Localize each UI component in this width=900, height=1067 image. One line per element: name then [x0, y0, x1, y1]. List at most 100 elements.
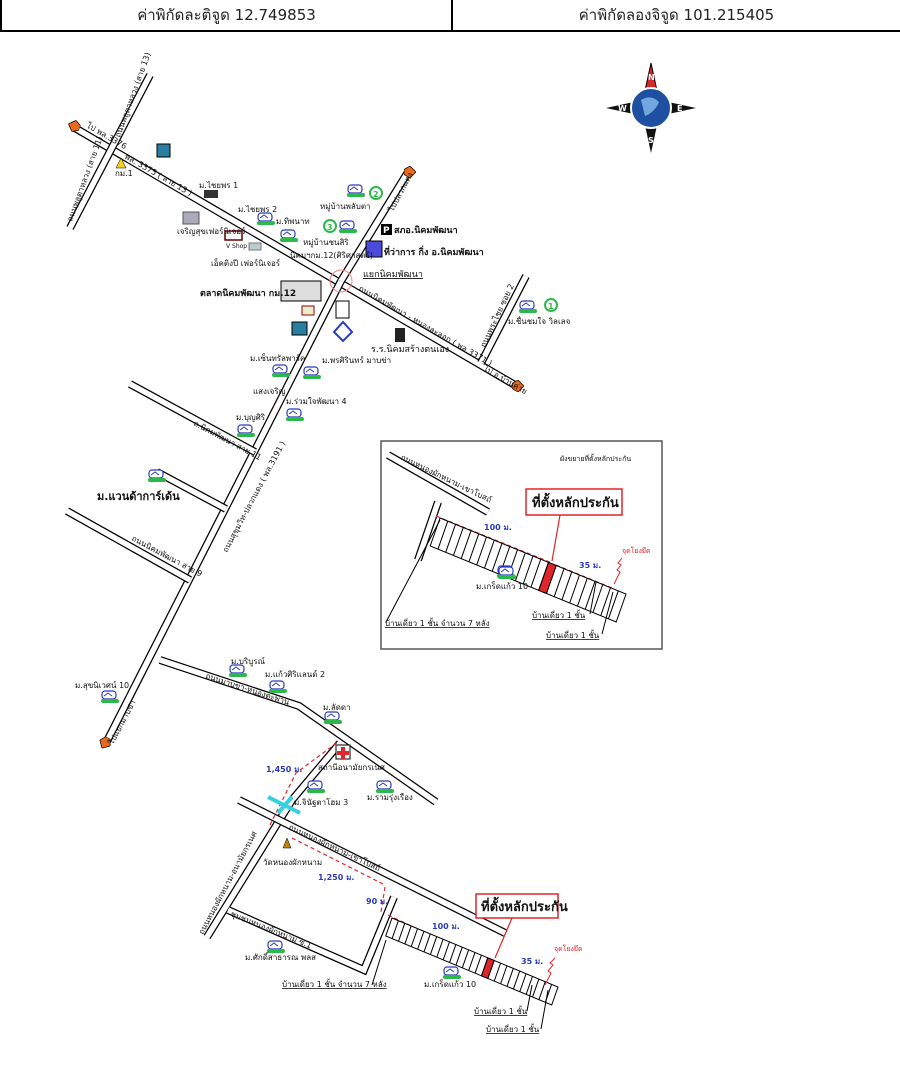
police-icon	[381, 224, 392, 235]
longitude-label: ค่าพิกัดลองจิจูด 101.215405	[578, 6, 775, 24]
label: 1,450 ม.	[266, 765, 302, 774]
label: สภอ.นิคมพัฒนา	[394, 225, 458, 236]
label: หมู่บ้านพลับตา	[320, 202, 371, 212]
inset-dist-35: 35 ม.	[579, 561, 601, 570]
inset-house-a: บ้านเดี่ยว 1 ชั้น	[532, 609, 586, 620]
label: 100 ม.	[432, 922, 460, 931]
label: ม.ชื่นชมใจ วิลเลจ	[508, 315, 571, 326]
compass-w: W	[618, 104, 627, 113]
label: ม.บุญศิริ	[236, 413, 266, 422]
label: ถนนพลูตาหลวง (สาย 13)	[113, 51, 153, 139]
label: จุดโยงยึด	[554, 944, 583, 953]
label: สถานีอนามัยกรเนศ	[318, 763, 385, 772]
village-icon	[375, 780, 395, 794]
village-icon	[346, 184, 366, 198]
district-office-icon	[365, 240, 383, 258]
village-icon	[236, 424, 256, 438]
label: ไป อ.บ้านค่าย	[481, 363, 528, 396]
label: วัดหนองผักหนาม	[263, 858, 322, 867]
map-labels: ไป พล.3376 ถนนพลูตาหลวง (สาย 13) ถนนพลูต…	[65, 51, 582, 1034]
label: ม.ไชยพร 2	[238, 205, 277, 214]
inset-road-branch	[414, 500, 442, 562]
label: บ้านเดี่ยว 1 ชั้น จำนวน 7 หลัง	[282, 978, 387, 989]
road-khaobot	[237, 796, 507, 937]
label: บ้านเดี่ยว 1 ชั้น	[486, 1023, 540, 1034]
roads	[65, 73, 530, 976]
label: 1,250 ม.	[318, 873, 354, 882]
inset-road-label: ถนนหนองผักหนาม-เขาโบสถ์	[399, 452, 493, 505]
label: ร.ร.นิคมสร้างตนเอง	[371, 344, 449, 355]
village-icon	[338, 220, 358, 234]
label: 90 ม.	[366, 897, 388, 906]
label: ม.แวนด้าการ์เด้น	[97, 490, 180, 503]
label: ม.ร่วมใจพัฒนา 4	[286, 397, 347, 406]
label: ม.จินัฐตาโฮม 3	[294, 797, 348, 807]
road-mapkha	[158, 656, 439, 806]
inset-road	[386, 451, 490, 516]
temple-icon	[282, 837, 292, 849]
label: V Shop	[226, 243, 247, 250]
label: เจริญสุขเฟอร์นิเจอร์	[177, 226, 246, 236]
label: นิคมฯกม.12(ศิริศาสตร์)	[290, 250, 373, 260]
compass-rose: N S E W	[606, 62, 696, 153]
village-icon	[268, 680, 288, 694]
village-icon	[442, 966, 462, 980]
market-icon	[280, 280, 322, 302]
shop-icon	[301, 305, 315, 316]
bank-icon	[291, 321, 308, 336]
label: ม.แก้วศิริแลนด์ 2	[265, 669, 325, 679]
village-icon	[323, 711, 343, 725]
village-icon	[518, 300, 538, 314]
longitude-cell: ค่าพิกัดลองจิจูด 101.215405	[451, 0, 900, 32]
label: ม.บริบูรณ์	[231, 656, 266, 667]
marker-1: 1	[548, 302, 554, 311]
house-row	[385, 917, 559, 1006]
collateral-label: ที่ตั้งหลักประกัน	[481, 896, 568, 915]
inset-dist-100: 100 ม.	[484, 523, 512, 532]
label: แยกนิคมพัฒนา	[363, 269, 423, 280]
inset-frame	[380, 440, 663, 650]
compass-s: S	[648, 136, 654, 145]
inset-title: ผังขยายที่ตั้งหลักประกัน	[560, 452, 631, 463]
label: พล. 3375 ( สาย 13 )	[123, 152, 194, 198]
village-icon	[147, 469, 167, 483]
label: ม.พรศิรินทร์ มาบข่า	[322, 355, 391, 365]
latitude-label: ค่าพิกัดละติจูด 12.749853	[137, 6, 316, 24]
marker-3-icon	[323, 219, 337, 233]
road-nw	[66, 73, 154, 230]
bank-icon	[156, 143, 171, 158]
road-soi9	[65, 507, 192, 584]
label: เอ็คติงปี เฟอร์นิเจอร์	[211, 258, 281, 268]
road-3375	[72, 124, 523, 392]
compass-n: N	[648, 73, 655, 82]
marker-3: 3	[327, 223, 333, 232]
village-icon	[302, 366, 322, 380]
label: ม.เกร็ดแก้ว 10	[424, 979, 476, 989]
junction-marker	[329, 269, 353, 293]
label: ม.ทิพนาท	[276, 217, 310, 226]
road-wanda	[155, 468, 228, 513]
inset-houses7: บ้านเดี่ยว 1 ชั้น จำนวน 7 หลัง	[385, 617, 490, 628]
label: หมู่บ้านชนสิริ	[303, 238, 349, 248]
inset-village-label: ม.เกร็ดแก้ว 10	[476, 581, 528, 591]
red-cross-glyph	[337, 747, 349, 759]
village-icon	[228, 664, 248, 678]
village-icon	[497, 566, 517, 580]
label: แสงเจริญ	[253, 387, 286, 396]
label: ม.ศักดิ์สาธารณ พลส	[245, 951, 316, 962]
gov-icon	[332, 320, 354, 343]
village-icon	[256, 212, 276, 226]
label: ม.สุขนิเวศน์ 10	[75, 680, 129, 690]
monument-icon	[335, 300, 350, 319]
marker-1-icon	[544, 298, 558, 312]
marker-2: 2	[373, 190, 379, 199]
building-icon	[204, 190, 218, 198]
label: ถ.นิคมพัฒนา สาย 11	[192, 419, 263, 462]
road-soi11	[128, 380, 257, 456]
road-pluakdaeng	[337, 169, 412, 284]
road-sukhumvit	[101, 279, 345, 747]
school-icon	[395, 328, 405, 342]
inset-collateral-label: ที่ตั้งหลักประกัน	[532, 492, 619, 511]
inset-house-b: บ้านเดี่ยว 1 ชั้น	[546, 629, 600, 640]
